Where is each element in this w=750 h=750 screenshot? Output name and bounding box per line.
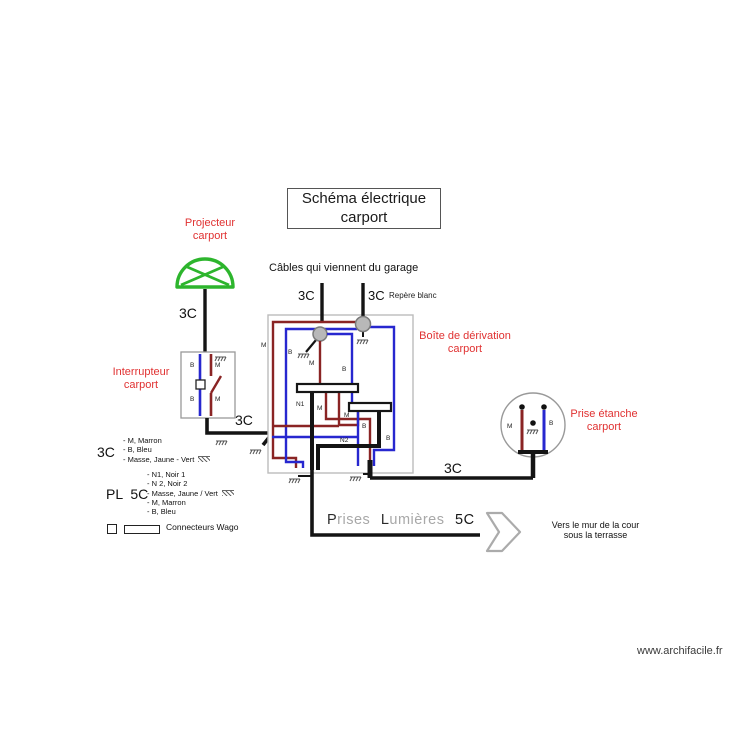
legend-pl5c-items: - N1, Noir 1 - N 2, Noir 2 - Masse, Jaun… bbox=[147, 470, 234, 516]
cable-tag-interrupteur: 3C bbox=[235, 412, 253, 428]
terminal-bar bbox=[295, 382, 360, 394]
legend-3c-code: 3C bbox=[97, 444, 115, 460]
cable-prises-lumieres bbox=[310, 462, 480, 537]
watermark: www.archifacile.fr bbox=[637, 645, 723, 657]
prises-lumieres-label: Prises Lumières 5C bbox=[327, 512, 475, 528]
terre-hatch-icon bbox=[221, 489, 234, 496]
wire-label: B bbox=[386, 435, 391, 442]
terminal-bar bbox=[347, 401, 393, 413]
legend-item: - M, Marron bbox=[123, 436, 162, 445]
wire-label: M bbox=[507, 423, 513, 430]
wire-label: M bbox=[215, 396, 221, 403]
wire-label: B bbox=[288, 349, 293, 356]
legend-pl5c-code: PL 5C bbox=[106, 486, 149, 502]
wire-label: M bbox=[261, 342, 267, 349]
wire-bleu bbox=[369, 325, 396, 466]
cable-tag-garage-gauche: 3C bbox=[298, 288, 315, 303]
wago-square-icon bbox=[107, 524, 117, 534]
wire-bleu bbox=[327, 332, 354, 403]
chevron-right-icon bbox=[485, 511, 522, 553]
wire-label: M bbox=[344, 412, 350, 419]
terre-hatch-icon bbox=[249, 449, 262, 455]
diagram-title: Schéma électrique carport bbox=[287, 188, 441, 229]
cable-tag-garage-droite: 3C bbox=[368, 288, 385, 303]
boite-derivation-label: Boîte de dérivation carport bbox=[419, 330, 511, 355]
legend-item: - B, Bleu bbox=[147, 507, 176, 517]
wire-label: B bbox=[362, 423, 367, 430]
projecteur-symbol bbox=[175, 257, 235, 289]
terre-hatch-icon bbox=[349, 476, 362, 482]
prise-etanche-label: Prise étanche carport bbox=[570, 408, 638, 433]
wire-label: B bbox=[549, 420, 554, 427]
cables-garage-note: Câbles qui viennent du garage bbox=[269, 262, 419, 274]
legend-item: - Masse, Jaune / Vert bbox=[147, 489, 234, 498]
wire-label: M bbox=[317, 405, 323, 412]
cable-tag-prise: 3C bbox=[444, 460, 462, 476]
boite-wiring bbox=[271, 315, 396, 470]
legend-item: - N 2, Noir 2 bbox=[147, 479, 188, 489]
wire-label: B bbox=[190, 396, 195, 403]
wire-label: N1 bbox=[296, 401, 305, 408]
legend-item: - N1, Noir 1 bbox=[147, 470, 186, 479]
wago-bar-icon bbox=[124, 525, 160, 534]
vers-mur-note: Vers le mur de la cour sous la terrasse bbox=[551, 520, 640, 541]
terre-hatch-icon bbox=[215, 440, 228, 446]
wire-label: N2 bbox=[340, 437, 349, 444]
legend-item: - Masse, Jaune - Vert bbox=[123, 455, 211, 464]
prise-etanche-symbol bbox=[500, 392, 566, 478]
interrupteur-label: Interrupteur carport bbox=[112, 366, 170, 391]
wire-label: M bbox=[215, 362, 221, 369]
legend-item: - B, Bleu bbox=[123, 445, 152, 455]
wire-label: M bbox=[309, 360, 315, 367]
projecteur-label: Projecteur carport bbox=[184, 217, 236, 242]
wago-connector bbox=[312, 326, 328, 342]
wire-noir-n2 bbox=[316, 411, 381, 470]
repere-blanc-note: Repère blanc bbox=[389, 291, 437, 300]
wago-connector bbox=[354, 315, 372, 333]
cable-tag-projecteur: 3C bbox=[179, 305, 197, 321]
wire-label: B bbox=[342, 366, 347, 373]
wire-label: B bbox=[190, 362, 195, 369]
legend-3c-items: - M, Marron - B, Bleu - Masse, Jaune - V… bbox=[123, 436, 211, 464]
wire-bleu bbox=[284, 327, 357, 468]
wago-square-icon bbox=[195, 379, 206, 390]
terre-hatch-icon bbox=[288, 478, 301, 484]
legend-item: - M, Marron bbox=[147, 497, 186, 507]
connecteurs-wago-label: Connecteurs Wago bbox=[166, 522, 239, 532]
boite-exits bbox=[288, 460, 533, 537]
terre-hatch-icon bbox=[198, 455, 211, 462]
wire-marron bbox=[324, 392, 372, 466]
